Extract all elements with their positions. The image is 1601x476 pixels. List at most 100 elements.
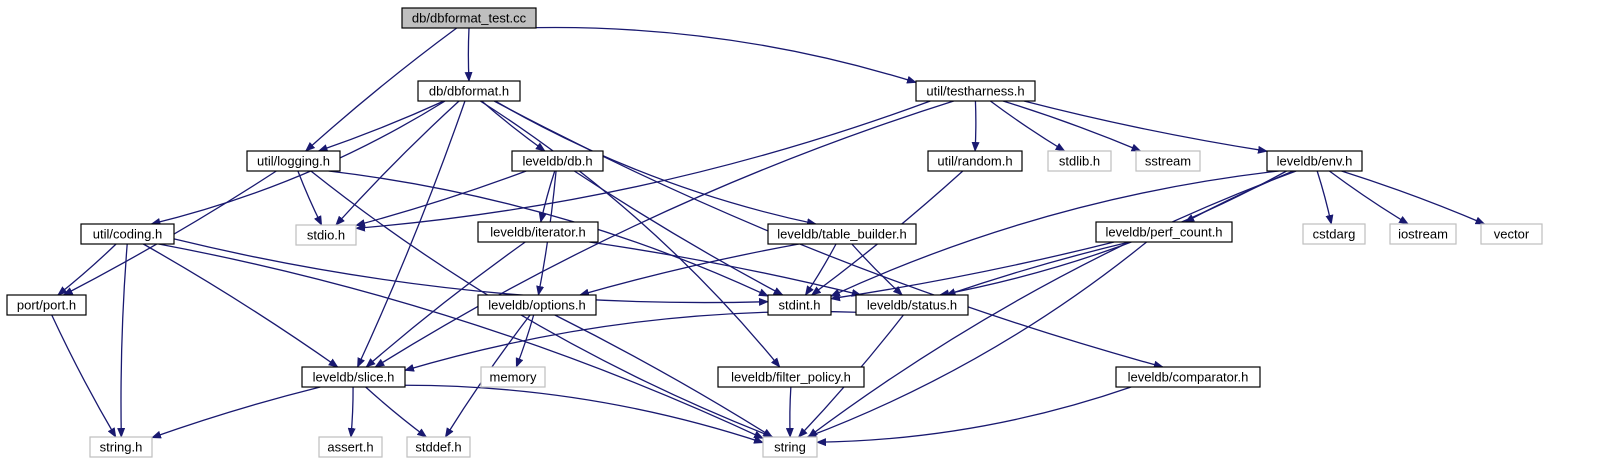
node-status-label: leveldb/status.h — [867, 298, 957, 313]
node-tablebuilder-label: leveldb/table_builder.h — [777, 227, 906, 242]
node-comparator-label: leveldb/comparator.h — [1128, 370, 1249, 385]
edge-coding-to-stringh — [117, 243, 128, 438]
edge-root-to-dbformat — [464, 27, 473, 82]
node-env-box — [1266, 150, 1363, 172]
node-env[interactable]: leveldb/env.h — [1266, 150, 1363, 172]
node-vector-label: vector — [1494, 227, 1530, 242]
node-iostream-label: iostream — [1398, 227, 1448, 242]
node-logging[interactable]: util/logging.h — [246, 150, 341, 172]
edge-logging-to-stdint — [328, 170, 769, 297]
edge-coding-to-string — [158, 243, 764, 439]
node-env-label: leveldb/env.h — [1277, 154, 1353, 169]
edge-dbformat-to-logging — [317, 100, 445, 152]
node-testharness-label: util/testharness.h — [926, 84, 1024, 99]
edge-coding-to-stdint — [173, 238, 769, 306]
node-port-label: port/port.h — [17, 298, 76, 313]
node-port[interactable]: port/port.h — [6, 294, 87, 316]
edge-root-to-logging — [305, 27, 458, 152]
node-stdint[interactable]: stdint.h — [767, 294, 832, 316]
node-stddef-box — [406, 436, 471, 458]
node-stringh-box — [89, 436, 153, 458]
edge-tablebuilder-to-options — [578, 243, 800, 297]
edge-env-to-stdint — [830, 170, 1279, 297]
edge-comparator-to-string — [816, 386, 1132, 447]
edge-testharness-to-slice — [374, 100, 954, 368]
node-stdio-label: stdio.h — [307, 228, 345, 243]
edge-dbformat-to-stdio — [335, 100, 460, 226]
edge-perfcount-to-string — [806, 241, 1148, 438]
node-options[interactable]: leveldb/options.h — [477, 294, 597, 316]
node-stdlib-box — [1047, 150, 1112, 172]
node-random[interactable]: util/random.h — [927, 150, 1023, 172]
node-logging-label: util/logging.h — [257, 154, 330, 169]
node-string: string — [762, 436, 818, 458]
node-asserth-box — [318, 436, 383, 458]
edge-testharness-to-stdlib — [989, 100, 1066, 152]
node-tablebuilder[interactable]: leveldb/table_builder.h — [767, 223, 917, 245]
node-dbformat[interactable]: db/dbformat.h — [417, 80, 521, 102]
edge-iterator-to-slice — [365, 241, 526, 368]
edge-testharness-to-random — [971, 100, 980, 152]
node-dbh-label: leveldb/db.h — [522, 154, 592, 169]
node-slice[interactable]: leveldb/slice.h — [301, 366, 406, 388]
node-port-box — [6, 294, 87, 316]
node-coding-label: util/coding.h — [93, 227, 162, 242]
edge-layer — [51, 26, 1486, 447]
node-stddef-label: stddef.h — [415, 440, 461, 455]
edge-dbh-to-iterator — [538, 170, 556, 223]
node-perfcount-label: leveldb/perf_count.h — [1105, 225, 1222, 240]
node-comparator[interactable]: leveldb/comparator.h — [1115, 366, 1261, 388]
node-perfcount[interactable]: leveldb/perf_count.h — [1095, 221, 1233, 243]
edge-logging-to-stdio — [297, 170, 323, 226]
edge-env-to-iostream — [1328, 170, 1409, 225]
edge-dbh-to-stdio — [355, 170, 527, 227]
node-slice-box — [301, 366, 406, 388]
node-stdlib: stdlib.h — [1047, 150, 1112, 172]
node-string-label: string — [774, 440, 806, 455]
edge-testharness-to-env — [1023, 100, 1268, 154]
edge-options-to-memory — [515, 314, 535, 368]
node-testharness[interactable]: util/testharness.h — [915, 80, 1036, 102]
node-asserth: assert.h — [318, 436, 383, 458]
node-root[interactable]: db/dbformat_test.cc — [401, 7, 537, 29]
node-memory: memory — [480, 366, 546, 388]
node-status[interactable]: leveldb/status.h — [855, 294, 969, 316]
node-stdio: stdio.h — [295, 224, 357, 246]
edge-status-to-slice — [404, 310, 857, 372]
node-stringh-label: string.h — [100, 440, 143, 455]
node-stdint-box — [767, 294, 832, 316]
node-filterpolicy-label: leveldb/filter_policy.h — [731, 370, 851, 385]
node-cstdarg-label: cstdarg — [1313, 227, 1356, 242]
node-sstream: sstream — [1135, 150, 1201, 172]
edge-root-to-testharness — [535, 26, 917, 84]
node-filterpolicy[interactable]: leveldb/filter_policy.h — [717, 366, 865, 388]
node-stdio-box — [295, 224, 357, 246]
edge-slice-to-stringh — [151, 386, 321, 439]
edge-slice-to-stddef — [365, 386, 428, 438]
node-iterator[interactable]: leveldb/iterator.h — [477, 221, 599, 243]
node-cstdarg: cstdarg — [1302, 223, 1366, 245]
edge-perfcount-to-stdint — [830, 241, 1115, 302]
node-options-label: leveldb/options.h — [488, 298, 586, 313]
node-dbh[interactable]: leveldb/db.h — [511, 150, 604, 172]
node-iterator-label: leveldb/iterator.h — [490, 225, 585, 240]
node-vector: vector — [1480, 223, 1543, 245]
edge-testharness-to-sstream — [1002, 100, 1142, 152]
node-dbformat-label: db/dbformat.h — [429, 84, 509, 99]
node-vector-box — [1480, 223, 1543, 245]
node-options-box — [477, 294, 597, 316]
edge-slice-to-string — [404, 384, 764, 444]
node-memory-label: memory — [490, 370, 537, 385]
edge-dbh-to-stdint — [573, 170, 784, 296]
edge-dbformat-to-comparator — [493, 100, 1164, 369]
node-slice-label: leveldb/slice.h — [313, 370, 395, 385]
edge-perfcount-to-status — [945, 241, 1130, 296]
node-iostream-box — [1389, 223, 1457, 245]
edge-tablebuilder-to-stdint — [804, 243, 837, 296]
node-comparator-box — [1115, 366, 1261, 388]
node-logging-box — [246, 150, 341, 172]
node-testharness-box — [915, 80, 1036, 102]
node-coding[interactable]: util/coding.h — [80, 223, 175, 245]
node-asserth-label: assert.h — [327, 440, 373, 455]
